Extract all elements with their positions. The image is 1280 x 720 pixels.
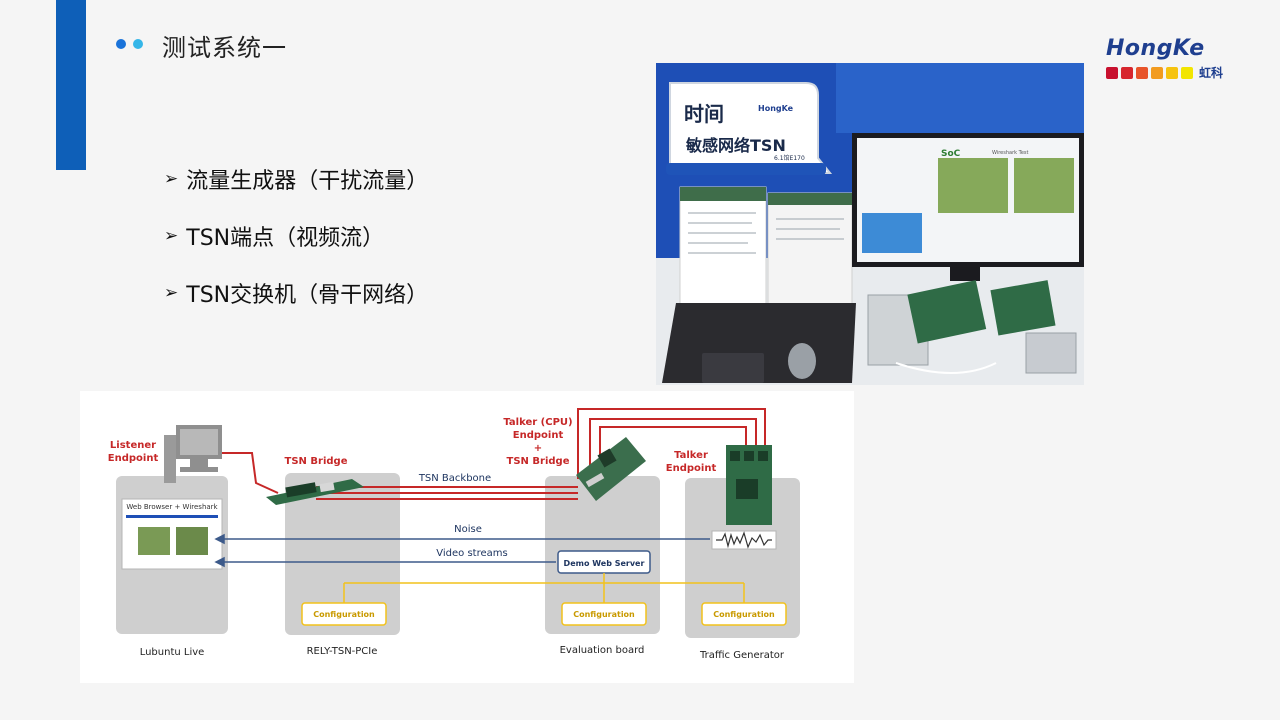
monitor-brand: SoC	[941, 149, 961, 159]
bullet-item: ➢ TSN端点（视频流）	[164, 207, 428, 264]
sign-text-1: 时间	[684, 102, 724, 126]
system-diagram: Web Browser + Wireshark Demo Web Server	[80, 391, 854, 683]
logo-square	[1151, 66, 1163, 79]
bullet-text: 流量生成器（干扰流量）	[186, 168, 429, 194]
talker-label: Talker	[674, 450, 708, 461]
talker-cpu-label: +	[534, 443, 542, 454]
bullet-arrow-icon: ➢	[164, 282, 179, 303]
sign-booth: 6.1馆E170	[774, 154, 805, 162]
bullet-text: TSN交换机（骨干网络）	[186, 282, 429, 308]
config-box: Configuration	[561, 602, 647, 626]
logo-square	[1106, 66, 1118, 79]
config-label: Configuration	[313, 610, 375, 619]
tsn-bridge-label: TSN Bridge	[285, 456, 348, 467]
page-title: 测试系统一	[162, 34, 287, 62]
logo-color-row: 虹科	[1106, 64, 1236, 81]
web-server-label: Demo Web Server	[564, 559, 645, 568]
column-caption: Traffic Generator	[699, 650, 785, 661]
tsn-bridge-card-icon	[266, 479, 364, 505]
bullet-arrow-icon: ➢	[164, 168, 179, 189]
bullet-item: ➢ TSN交换机（骨干网络）	[164, 264, 428, 321]
column-caption: Evaluation board	[560, 645, 645, 656]
noise-waveform-icon	[711, 530, 777, 550]
logo-square	[1136, 66, 1148, 79]
browser-label: Web Browser + Wireshark	[126, 503, 218, 511]
logo-wordmark: HongKe	[1106, 36, 1205, 61]
talker-cpu-label: Endpoint	[513, 430, 564, 441]
bullet-list: ➢ 流量生成器（干扰流量） ➢ TSN端点（视频流） ➢ TSN交换机（骨干网络…	[164, 150, 428, 321]
config-box: Configuration	[301, 602, 387, 626]
bullet-arrow-icon: ➢	[164, 225, 179, 246]
listener-label: Listener	[110, 440, 156, 451]
accent-bar	[56, 0, 86, 170]
talker-cpu-label: Talker (CPU)	[503, 417, 572, 428]
tsn-backbone-label: TSN Backbone	[418, 473, 491, 484]
system-diagram-svg: Web Browser + Wireshark Demo Web Server	[108, 408, 800, 661]
sign-brand: HongKe	[758, 104, 794, 113]
title-dot	[133, 39, 143, 49]
monitor-caption: Wireshark Test	[992, 150, 1029, 156]
browser-window: Web Browser + Wireshark	[121, 498, 223, 570]
bullet-text: TSN端点（视频流）	[186, 225, 385, 251]
booth-photo-illustration: 时间 敏感网络TSN HongKe 6.1馆E170 SoC Wireshark…	[656, 63, 1084, 385]
demo-web-server-box: Demo Web Server	[557, 550, 651, 574]
column-caption: Lubuntu Live	[140, 647, 205, 658]
logo-square	[1121, 66, 1133, 79]
video-streams-label: Video streams	[436, 548, 507, 559]
logo-square	[1166, 66, 1178, 79]
traffic-generator-icon	[726, 445, 772, 525]
blue-links	[214, 533, 710, 568]
evaluation-board-icon	[576, 437, 646, 501]
listener-label: Endpoint	[108, 453, 159, 464]
bullet-item: ➢ 流量生成器（干扰流量）	[164, 150, 428, 207]
column-rely	[285, 473, 400, 635]
computer-icon	[164, 425, 222, 483]
noise-label: Noise	[454, 524, 482, 535]
config-label: Configuration	[573, 610, 635, 619]
config-label: Configuration	[713, 610, 775, 619]
talker-cpu-label: TSN Bridge	[507, 456, 570, 467]
sign-text-2: 敏感网络TSN	[685, 136, 786, 155]
column-caption: RELY-TSN-PCIe	[307, 646, 378, 657]
title-dots	[116, 39, 143, 49]
talker-label: Endpoint	[666, 463, 717, 474]
hongke-logo: HongKe 虹科	[1106, 36, 1236, 81]
yellow-links	[343, 573, 745, 603]
config-box: Configuration	[701, 602, 787, 626]
logo-square	[1181, 66, 1193, 79]
booth-photo: 时间 敏感网络TSN HongKe 6.1馆E170 SoC Wireshark…	[656, 63, 1084, 385]
logo-chinese: 虹科	[1199, 66, 1224, 80]
title-dot	[116, 39, 126, 49]
